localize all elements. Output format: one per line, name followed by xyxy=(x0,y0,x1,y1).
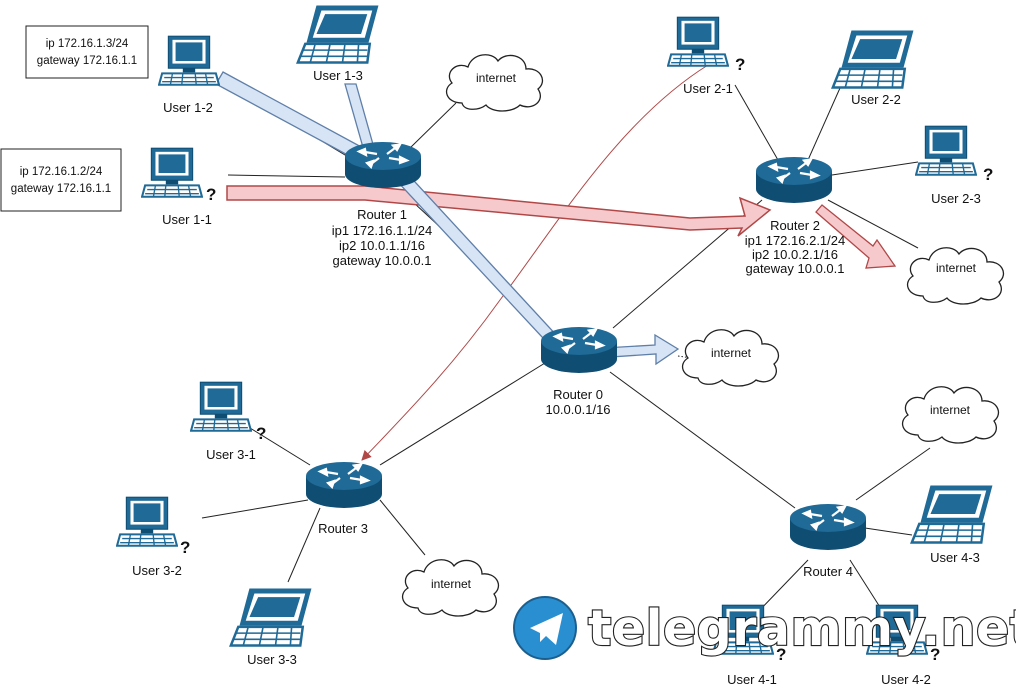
user-1-1-ip-text: ip 172.16.1.2/24 xyxy=(20,166,103,178)
user-1-3-laptop-icon[interactable] xyxy=(296,4,380,64)
unknown-mark-u32: ? xyxy=(180,538,190,557)
user-3-2-label: User 3-2 xyxy=(132,563,182,578)
user-1-1-gateway-text: gateway 172.16.1.1 xyxy=(11,183,111,195)
user-1-2-pc-icon[interactable] xyxy=(158,35,220,86)
unknown-mark-u23: ? xyxy=(983,165,993,184)
router-1-icon[interactable] xyxy=(343,140,423,190)
unknown-mark-u31: ? xyxy=(256,424,266,443)
user-1-2-info-box xyxy=(25,25,149,79)
router-3-name: Router 3 xyxy=(318,521,368,536)
router-2-ip2: ip2 10.0.2.1/16 xyxy=(752,247,838,262)
user-1-1-info-box xyxy=(0,148,122,212)
cloud-2-label: internet xyxy=(936,261,977,275)
user-2-1-pc-icon[interactable] xyxy=(667,16,729,67)
user-3-3-label: User 3-3 xyxy=(247,652,297,667)
unknown-mark-u41: ? xyxy=(776,645,786,664)
router-0-name: Router 0 xyxy=(553,387,603,402)
router-0-icon[interactable] xyxy=(539,325,619,375)
unknown-mark-u11: ? xyxy=(206,185,216,204)
unknown-mark-u21: ? xyxy=(735,55,745,74)
user-2-3-pc-icon[interactable] xyxy=(915,125,977,176)
user-1-2-gateway-text: gateway 172.16.1.1 xyxy=(37,55,137,67)
user-2-2-label: User 2-2 xyxy=(851,92,901,107)
router-1-ip1: ip1 172.16.1.1/24 xyxy=(332,223,432,238)
pink-arrow-user11-to-router2 xyxy=(226,185,772,237)
user-3-1-label: User 3-1 xyxy=(206,447,256,462)
router-2-ip1: ip1 172.16.2.1/24 xyxy=(745,233,845,248)
user-3-1-pc-icon[interactable] xyxy=(190,381,252,432)
user-4-2-label: User 4-2 xyxy=(881,672,931,687)
router-2-gateway: gateway 10.0.0.1 xyxy=(745,261,844,276)
internet-cloud-2-icon xyxy=(906,247,1005,305)
router-2-icon[interactable] xyxy=(754,155,834,205)
user-1-1-pc-icon[interactable] xyxy=(141,147,203,198)
router-3-icon[interactable] xyxy=(304,460,384,510)
unknown-marks: ? ? ? ? ? ? ? xyxy=(180,55,993,664)
router-4-name: Router 4 xyxy=(803,564,853,579)
cloud-0-label: internet xyxy=(711,346,752,360)
watermark-text: telegrammy.net xyxy=(588,600,1016,657)
router-0-ip: 10.0.0.1/16 xyxy=(545,402,610,417)
cloud-4-label: internet xyxy=(930,403,971,417)
router-4-icon[interactable] xyxy=(788,502,868,552)
router-1-name: Router 1 xyxy=(357,207,407,222)
user-4-1-label: User 4-1 xyxy=(727,672,777,687)
user-2-3-label: User 2-3 xyxy=(931,191,981,206)
user-4-3-laptop-icon[interactable] xyxy=(910,484,994,544)
user-1-2-ip-text: ip 172.16.1.3/24 xyxy=(46,38,129,50)
watermark: telegrammy.net xyxy=(513,596,1016,660)
user-1-2-label: User 1-2 xyxy=(163,100,213,115)
user-3-3-laptop-icon[interactable] xyxy=(229,587,313,647)
cloud-1-label: internet xyxy=(476,71,517,85)
user-1-1-label: User 1-1 xyxy=(162,212,212,227)
user-4-3-label: User 4-3 xyxy=(930,550,980,565)
unknown-mark-u42: ? xyxy=(930,645,940,664)
pink-arrow-router2-to-internet xyxy=(815,204,897,269)
user-2-1-label: User 2-1 xyxy=(683,81,733,96)
cloud-3-label: internet xyxy=(431,577,472,591)
user-2-2-laptop-icon[interactable] xyxy=(831,29,915,89)
user-1-3-label: User 1-3 xyxy=(313,68,363,83)
user-3-2-pc-icon[interactable] xyxy=(116,496,178,547)
router-1-gateway: gateway 10.0.0.1 xyxy=(332,253,431,268)
router-1-ip2: ip2 10.0.1.1/16 xyxy=(339,238,425,253)
router-2-name: Router 2 xyxy=(770,218,820,233)
